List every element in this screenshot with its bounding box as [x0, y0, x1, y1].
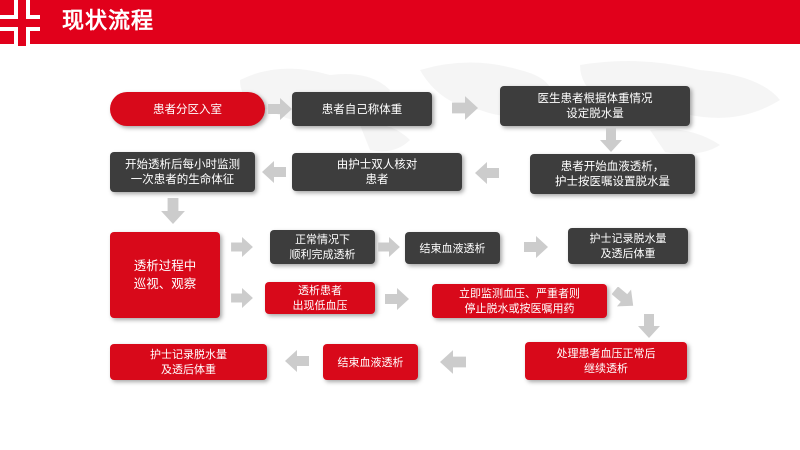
arrow-down-icon: [600, 128, 622, 152]
step-patient-enter: 患者分区入室: [110, 92, 265, 126]
step-normal-complete: 正常情况下 顺利完成透析: [270, 230, 375, 264]
step-self-weigh: 患者自己称体重: [292, 92, 432, 126]
step-inspect-observe: 透析过程中 巡视、观察: [110, 232, 220, 318]
arrow-right-icon: [231, 237, 253, 257]
step-start-dialysis: 患者开始血液透析， 护士按医嘱设置脱水量: [530, 154, 695, 194]
arrow-right-icon: [268, 98, 292, 120]
step-end-dialysis-1: 结束血液透析: [405, 232, 500, 264]
arrow-right-icon: [452, 96, 478, 120]
arrow-left-icon: [440, 350, 466, 374]
step-record-weight-2: 护士记录脱水量 及透后体重: [110, 344, 267, 380]
arrow-down-icon: [161, 198, 185, 224]
header-bar: [0, 0, 800, 44]
step-bp-normal-continue: 处理患者血压正常后 继续透析: [525, 342, 687, 380]
step-double-check: 由护士双人核对 患者: [292, 153, 462, 191]
arrow-right-icon: [524, 236, 548, 258]
arrow-left-icon: [285, 350, 309, 372]
arrow-diagonal-icon: [612, 287, 634, 307]
arrow-right-icon: [231, 288, 253, 308]
step-measure-bp: 立即监测血压、严重者则 停止脱水或按医嘱用药: [432, 284, 607, 318]
arrow-down-icon: [638, 314, 660, 338]
step-hypotension: 透析患者 出现低血压: [265, 282, 375, 314]
arrow-left-icon: [262, 161, 286, 183]
arrow-right-icon: [378, 237, 400, 257]
arrow-right-icon: [385, 288, 409, 310]
step-end-dialysis-2: 结束血液透析: [323, 344, 418, 380]
step-monitor-vitals: 开始透析后每小时监测 一次患者的生命体征: [110, 152, 255, 192]
arrow-left-icon: [475, 162, 499, 184]
step-record-weight-1: 护士记录脱水量 及透后体重: [568, 228, 688, 264]
step-set-dehydration: 医生患者根据体重情况 设定脱水量: [500, 86, 690, 126]
medical-cross-icon: [0, 0, 46, 46]
page-title: 现状流程: [62, 9, 155, 34]
